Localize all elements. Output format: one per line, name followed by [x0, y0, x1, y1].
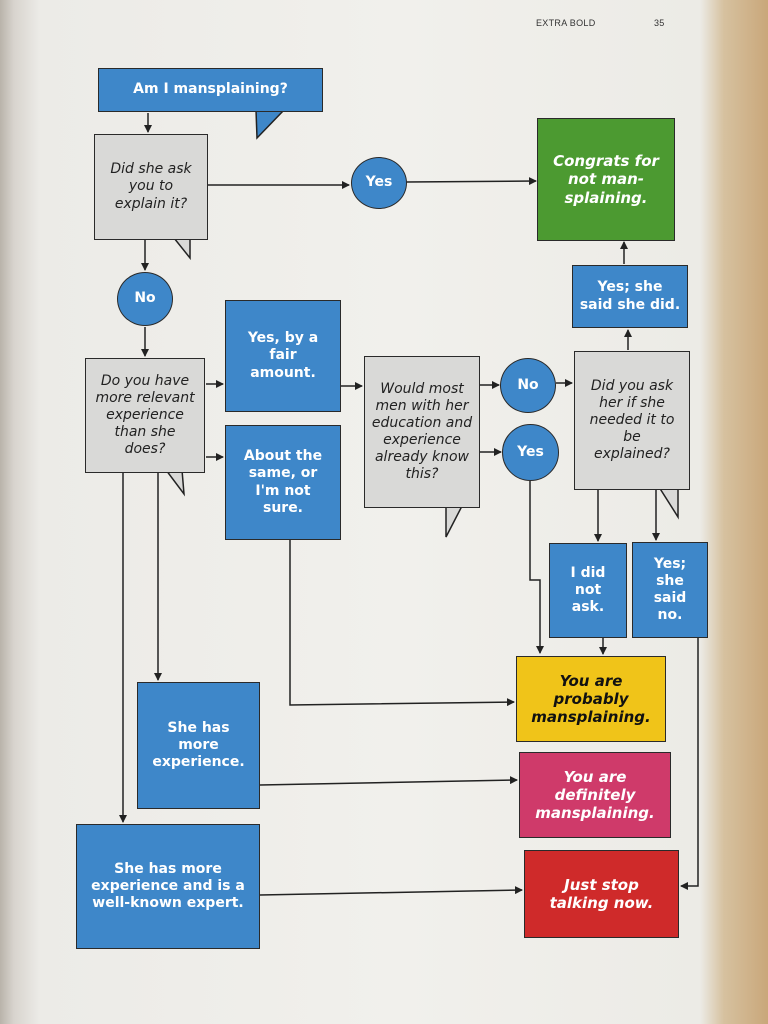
question-asked-you-to-explain: Did she ask you to explain it? [94, 134, 208, 240]
page-number: 35 [654, 18, 665, 28]
answer-yes-circle-2: Yes [502, 424, 559, 481]
answer-she-has-more-experience: She has more experience. [137, 682, 260, 809]
connector-she-more-definitely [259, 776, 518, 786]
flowchart-connectors [119, 109, 699, 896]
q-experience-bubble-tail [164, 469, 185, 497]
question-did-you-ask: Did you ask her if she needed it to be e… [574, 351, 690, 490]
start-bubble-tail [255, 109, 286, 140]
answer-did-not-ask: I did not ask. [549, 543, 627, 638]
answer-no-circle: No [117, 272, 173, 326]
answer-well-known-expert: She has more experience and is a well-kn… [76, 824, 260, 949]
connector-yes-probably [529, 481, 544, 654]
result-probably-mansplaining: You are probably mansplaining. [516, 656, 666, 742]
question-more-experience: Do you have more relevant experience tha… [85, 358, 205, 473]
answer-yes-she-said-no: Yes; she said no. [632, 542, 708, 638]
section-header: EXTRA BOLD [536, 18, 596, 28]
start-bubble: Am I mansplaining? [98, 68, 323, 112]
speech-bubble-tails [164, 109, 679, 538]
book-page: EXTRA BOLD 35 [14, 0, 720, 1024]
answer-yes-circle: Yes [351, 157, 407, 209]
result-stop-talking: Just stop talking now. [524, 850, 679, 938]
answer-yes-fair-amount: Yes, by a fair amount. [225, 300, 341, 412]
answer-about-the-same: About the same, or I'm not sure. [225, 425, 341, 540]
q-ask-bubble-tail [172, 237, 191, 261]
answer-yes-she-said-did: Yes; she said she did. [572, 265, 688, 328]
question-most-men-know: Would most men with her education and ex… [364, 356, 480, 508]
q-men-bubble-tail [445, 505, 464, 538]
answer-no-circle-2: No [500, 358, 556, 413]
result-congrats: Congrats for not man-splaining. [537, 118, 675, 241]
result-definitely-mansplaining: You are definitely mansplaining. [519, 752, 671, 838]
connector-yes-said-no-stop [680, 636, 699, 890]
connector-yes-congrats [405, 177, 537, 186]
connector-same-probably [289, 540, 515, 707]
connector-she-expert-stop [259, 886, 523, 896]
q-did-ask-bubble-tail [657, 486, 679, 520]
